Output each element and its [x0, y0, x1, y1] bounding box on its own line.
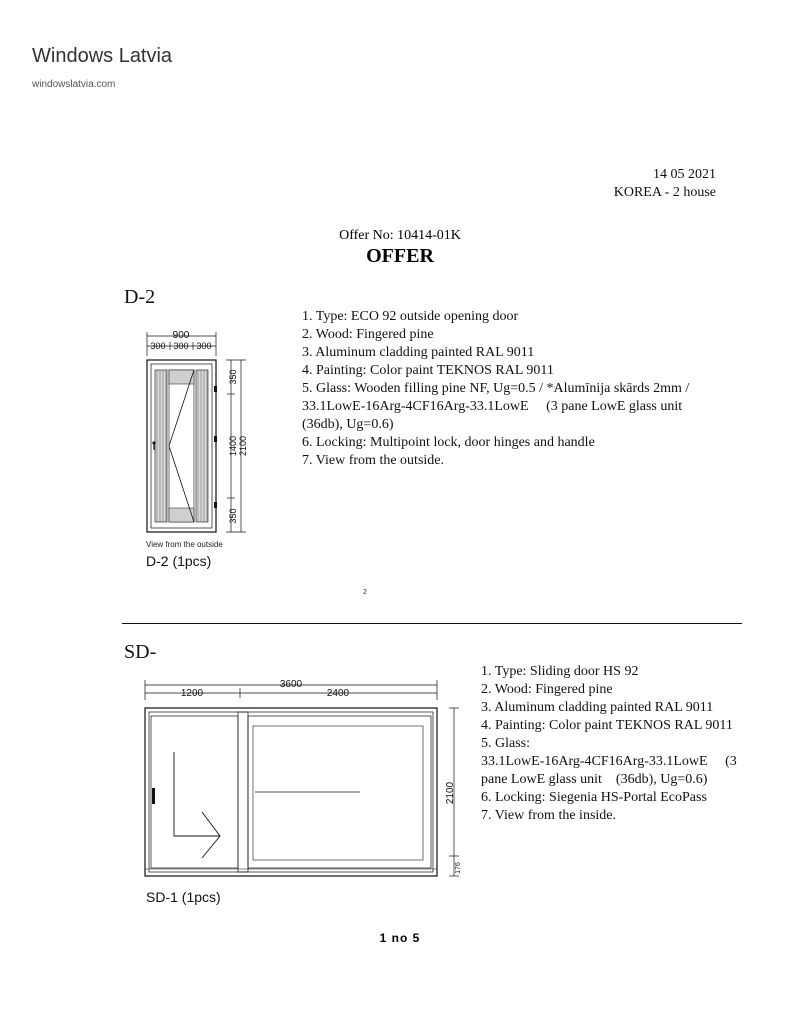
- item1-spec-list: 1. Type: ECO 92 outside opening door 2. W…: [302, 308, 762, 470]
- offer-date: 14 05 2021: [653, 167, 716, 182]
- dim-sd-height: 2100: [445, 781, 456, 804]
- item2-spec-line: 6. Locking: Siegenia HS-Portal EcoPass: [481, 790, 707, 805]
- section-divider: [122, 623, 742, 624]
- item1-door-drawing: 900 300 300 300 350 1400 2100 350: [146, 330, 248, 533]
- item1-view-note: View from the outside: [146, 540, 223, 549]
- item2-spec-line: pane LowE glass unit (36db), Ug=0.6): [481, 772, 708, 787]
- dim-bottom-rail: 350: [228, 508, 238, 523]
- item1-spec-line: 1. Type: ECO 92 outside opening door: [302, 309, 519, 324]
- company-name: Windows Latvia: [32, 45, 173, 67]
- item2-caption: SD-1 (1pcs): [146, 889, 221, 905]
- item2-spec-line: 3. Aluminum cladding painted RAL 9011: [481, 700, 714, 715]
- company-url: windowslatvia.com: [32, 79, 116, 90]
- item2-code: SD-: [124, 641, 157, 663]
- client-name: KOREA - 2 house: [613, 185, 716, 200]
- item2-sliding-door-drawing: 3600 1200 2400 2100 176: [144, 679, 462, 877]
- item1-footnote: 2: [363, 589, 367, 596]
- item1-spec-line: 5. Glass: Wooden filling pine NF, Ug=0.5…: [302, 381, 690, 396]
- item1-spec-line: 33.1LowE-16Arg-4CF16Arg-33.1LowE (3 pane…: [302, 399, 683, 414]
- dim-height: 2100: [238, 436, 248, 456]
- item2-spec-line: 2. Wood: Fingered pine: [481, 682, 613, 697]
- item1-spec-line: 3. Aluminum cladding painted RAL 9011: [302, 345, 535, 360]
- item2-spec-line: 7. View from the inside.: [481, 808, 616, 823]
- item1-spec-line: (36db), Ug=0.6): [302, 417, 394, 432]
- page-number: 1 no 5: [379, 931, 421, 945]
- dim-mid: 1400: [228, 436, 238, 456]
- dim-sd-total-width: 3600: [280, 679, 303, 690]
- item1-spec-line: 4. Painting: Color paint TEKNOS RAL 9011: [302, 363, 554, 378]
- dim-col-right: 300: [196, 341, 211, 351]
- dim-sd-threshold: 176: [455, 862, 462, 874]
- dim-col-mid: 300: [173, 341, 188, 351]
- item2-spec-line: 4. Painting: Color paint TEKNOS RAL 9011: [481, 718, 733, 733]
- item2-spec-line: 5. Glass:: [481, 736, 530, 751]
- dim-top-rail: 350: [228, 369, 238, 384]
- offer-title: OFFER: [366, 245, 434, 267]
- offer-number: Offer No: 10414-01K: [339, 228, 461, 243]
- item1-caption: D-2 (1pcs): [146, 553, 212, 569]
- item1-code: D-2: [124, 286, 156, 308]
- item2-spec-line: 1. Type: Sliding door HS 92: [481, 664, 639, 679]
- item1-spec-line: 6. Locking: Multipoint lock, door hinges…: [302, 435, 595, 450]
- dim-sd-right-width: 2400: [327, 688, 350, 699]
- item1-spec-line: 2. Wood: Fingered pine: [302, 327, 434, 342]
- dim-col-left: 300: [150, 341, 165, 351]
- item2-spec-list: 1. Type: Sliding door HS 92 2. Wood: Fing…: [481, 663, 781, 825]
- item2-spec-line: 33.1LowE-16Arg-4CF16Arg-33.1LowE (3: [481, 754, 737, 769]
- item1-spec-line: 7. View from the outside.: [302, 453, 444, 468]
- dim-sd-left-width: 1200: [181, 688, 204, 699]
- dim-total-width: 900: [173, 330, 190, 341]
